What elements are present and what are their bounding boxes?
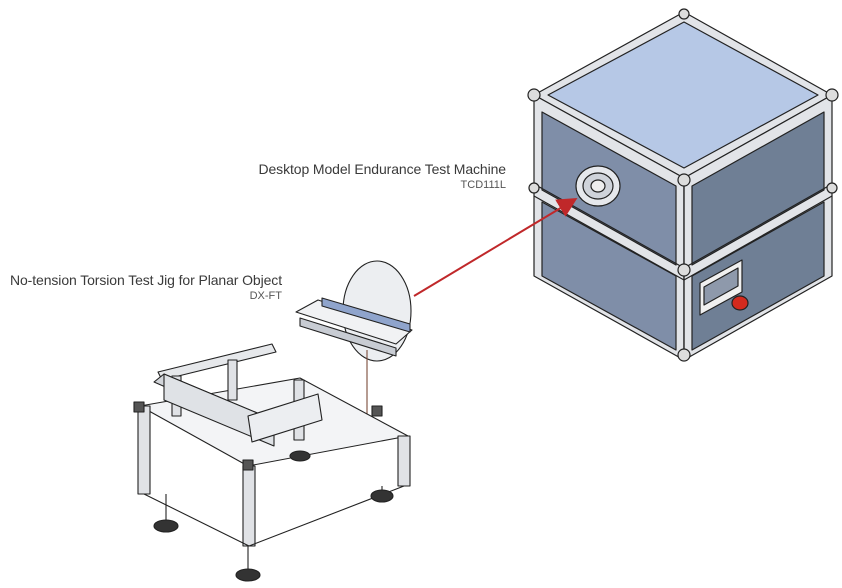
jig-model: DX-FT: [249, 289, 282, 302]
machine-rotary-disc: [575, 165, 621, 207]
torsion-jig: [133, 260, 413, 582]
machine-title: Desktop Model Endurance Test Machine: [258, 161, 506, 177]
test-machine: [527, 8, 839, 362]
jig-label: No-tension Torsion Test Jig for Planar O…: [10, 272, 282, 303]
emergency-stop-button: [731, 295, 749, 311]
jig-feet: [153, 450, 394, 582]
machine-model: TCD111L: [460, 178, 506, 191]
machine-control-panel: [699, 259, 749, 316]
machine-label: Desktop Model Endurance Test Machine TCD…: [258, 161, 506, 192]
arrow-right-icon: [413, 197, 578, 297]
jig-title: No-tension Torsion Test Jig for Planar O…: [9, 272, 282, 288]
